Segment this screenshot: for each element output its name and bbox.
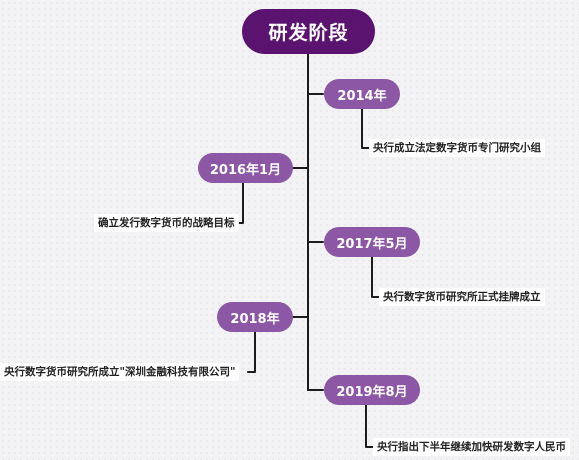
root-title[interactable]: 研发阶段 [242, 9, 375, 54]
event-note-2016-1[interactable]: 确立发行数字货币的战略目标 [94, 214, 239, 232]
leader-2014 [361, 107, 370, 149]
event-note-2018[interactable]: 央行数字货币研究所成立"深圳金融科技有限公司" [0, 363, 240, 381]
event-note-2014[interactable]: 央行成立法定数字货币专门研究小组 [369, 139, 545, 157]
leader-2019-8 [365, 404, 374, 448]
date-node-2018[interactable]: 2018年 [217, 302, 293, 332]
leader-2018 [247, 331, 256, 373]
event-note-2019-8[interactable]: 央行指出下半年继续加快研发数字人民币 [373, 438, 570, 456]
date-node-2014[interactable]: 2014年 [324, 79, 400, 109]
date-node-2019-8[interactable]: 2019年8月 [324, 375, 420, 405]
leader-2017-5 [371, 255, 380, 298]
date-node-2017-5[interactable]: 2017年5月 [324, 227, 420, 257]
event-note-2017-5[interactable]: 央行数字货币研究所正式挂牌成立 [379, 288, 545, 306]
leader-2016-1 [237, 182, 244, 224]
date-node-2016-1[interactable]: 2016年1月 [198, 153, 293, 183]
